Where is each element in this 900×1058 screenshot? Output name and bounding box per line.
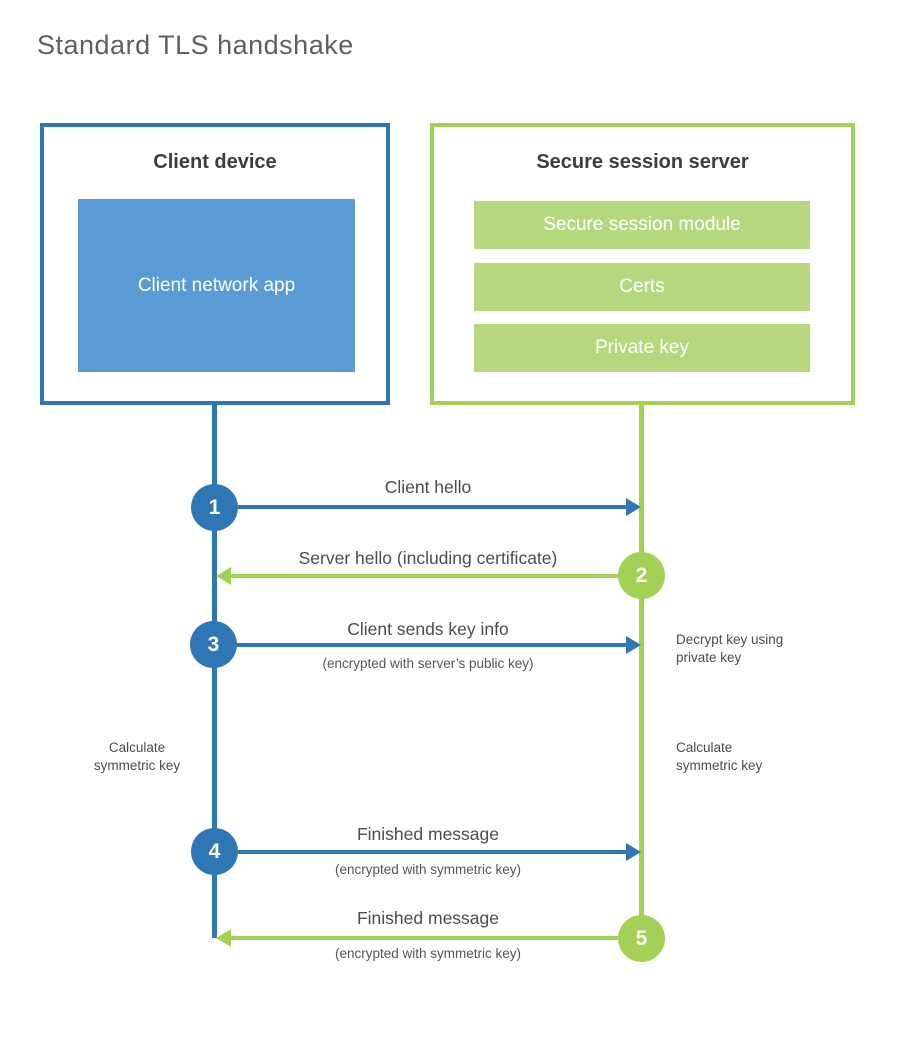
client-lifeline (212, 405, 217, 938)
arrow-client-hello (238, 505, 626, 509)
client-device-title: Client device (153, 151, 277, 173)
message-finished-client: Finished message (356, 824, 500, 844)
note-decrypt-key: Decrypt key using private key (676, 632, 784, 665)
step-circle-4: 4 (191, 828, 238, 875)
server-lifeline (639, 405, 644, 938)
page-title: Standard TLS handshake (37, 30, 354, 60)
message-client-hello: Client hello (384, 477, 472, 497)
note-calculate-symmetric-key-client: Calculate symmetric key (93, 740, 181, 773)
client-device-box: Client device Client network app (40, 123, 390, 405)
message-server-hello: Server hello (including certificate) (298, 548, 558, 568)
client-network-app-box: Client network app (78, 199, 355, 372)
arrow-finished-server (231, 936, 618, 940)
step-circle-5: 5 (618, 915, 665, 962)
arrow-right-icon (626, 636, 641, 654)
arrow-left-icon (216, 567, 231, 585)
message-finished-server-sub: (encrypted with symmetric key) (334, 946, 522, 961)
server-module-certs: Certs (474, 263, 810, 311)
server-module-private-key: Private key (474, 324, 810, 372)
arrow-left-icon (216, 929, 231, 947)
client-network-app-label: Client network app (137, 274, 296, 296)
arrow-right-icon (626, 498, 641, 516)
message-client-key-info-sub: (encrypted with server’s public key) (322, 656, 534, 671)
step-circle-1: 1 (191, 484, 238, 531)
step-circle-2: 2 (618, 552, 665, 599)
arrow-right-icon (626, 843, 641, 861)
step-circle-3: 3 (190, 621, 237, 668)
message-finished-client-sub: (encrypted with symmetric key) (334, 862, 522, 877)
arrow-server-hello (231, 574, 618, 578)
message-finished-server: Finished message (356, 908, 500, 928)
arrow-client-key-info (237, 643, 626, 647)
note-calculate-symmetric-key-server: Calculate symmetric key (676, 740, 763, 773)
message-client-key-info: Client sends key info (347, 619, 509, 639)
secure-session-server-title: Secure session server (536, 151, 749, 173)
secure-session-server-box: Secure session server Secure session mod… (430, 123, 855, 405)
server-module-secure-session-module: Secure session module (474, 201, 810, 249)
arrow-finished-client (238, 850, 626, 854)
